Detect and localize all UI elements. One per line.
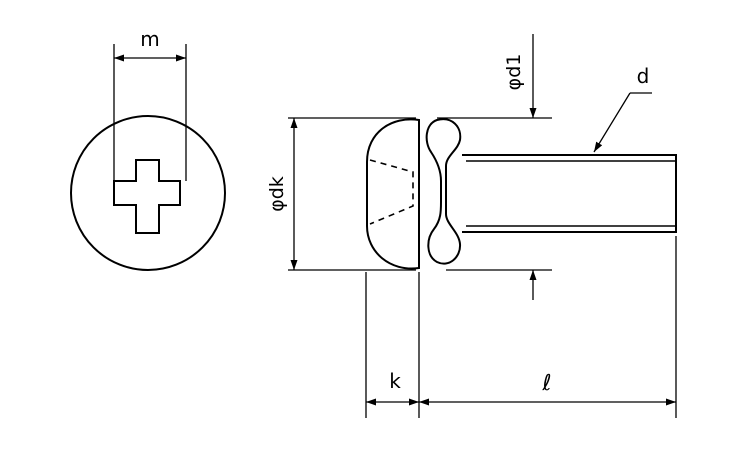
hidden-recess-lines	[369, 159, 414, 225]
thread-body	[462, 154, 677, 233]
label-k: k	[389, 369, 401, 393]
label-d: d	[637, 64, 650, 88]
dimension-k-l	[365, 236, 677, 418]
dimension-dk	[288, 117, 416, 271]
head-top-view	[70, 115, 226, 271]
label-m: m	[140, 27, 159, 51]
phillips-cross-recess	[113, 159, 181, 234]
label-d1: φd1	[503, 54, 525, 91]
label-dk: φdk	[266, 176, 288, 212]
dimension-m	[113, 44, 187, 181]
screw-side-view	[366, 118, 677, 270]
washer	[425, 118, 462, 265]
pan-head-dome	[366, 118, 420, 270]
leader-d	[593, 92, 652, 153]
dimension-d1	[437, 34, 552, 300]
head-outline-circle	[70, 115, 226, 271]
label-l: ℓ	[541, 371, 551, 396]
